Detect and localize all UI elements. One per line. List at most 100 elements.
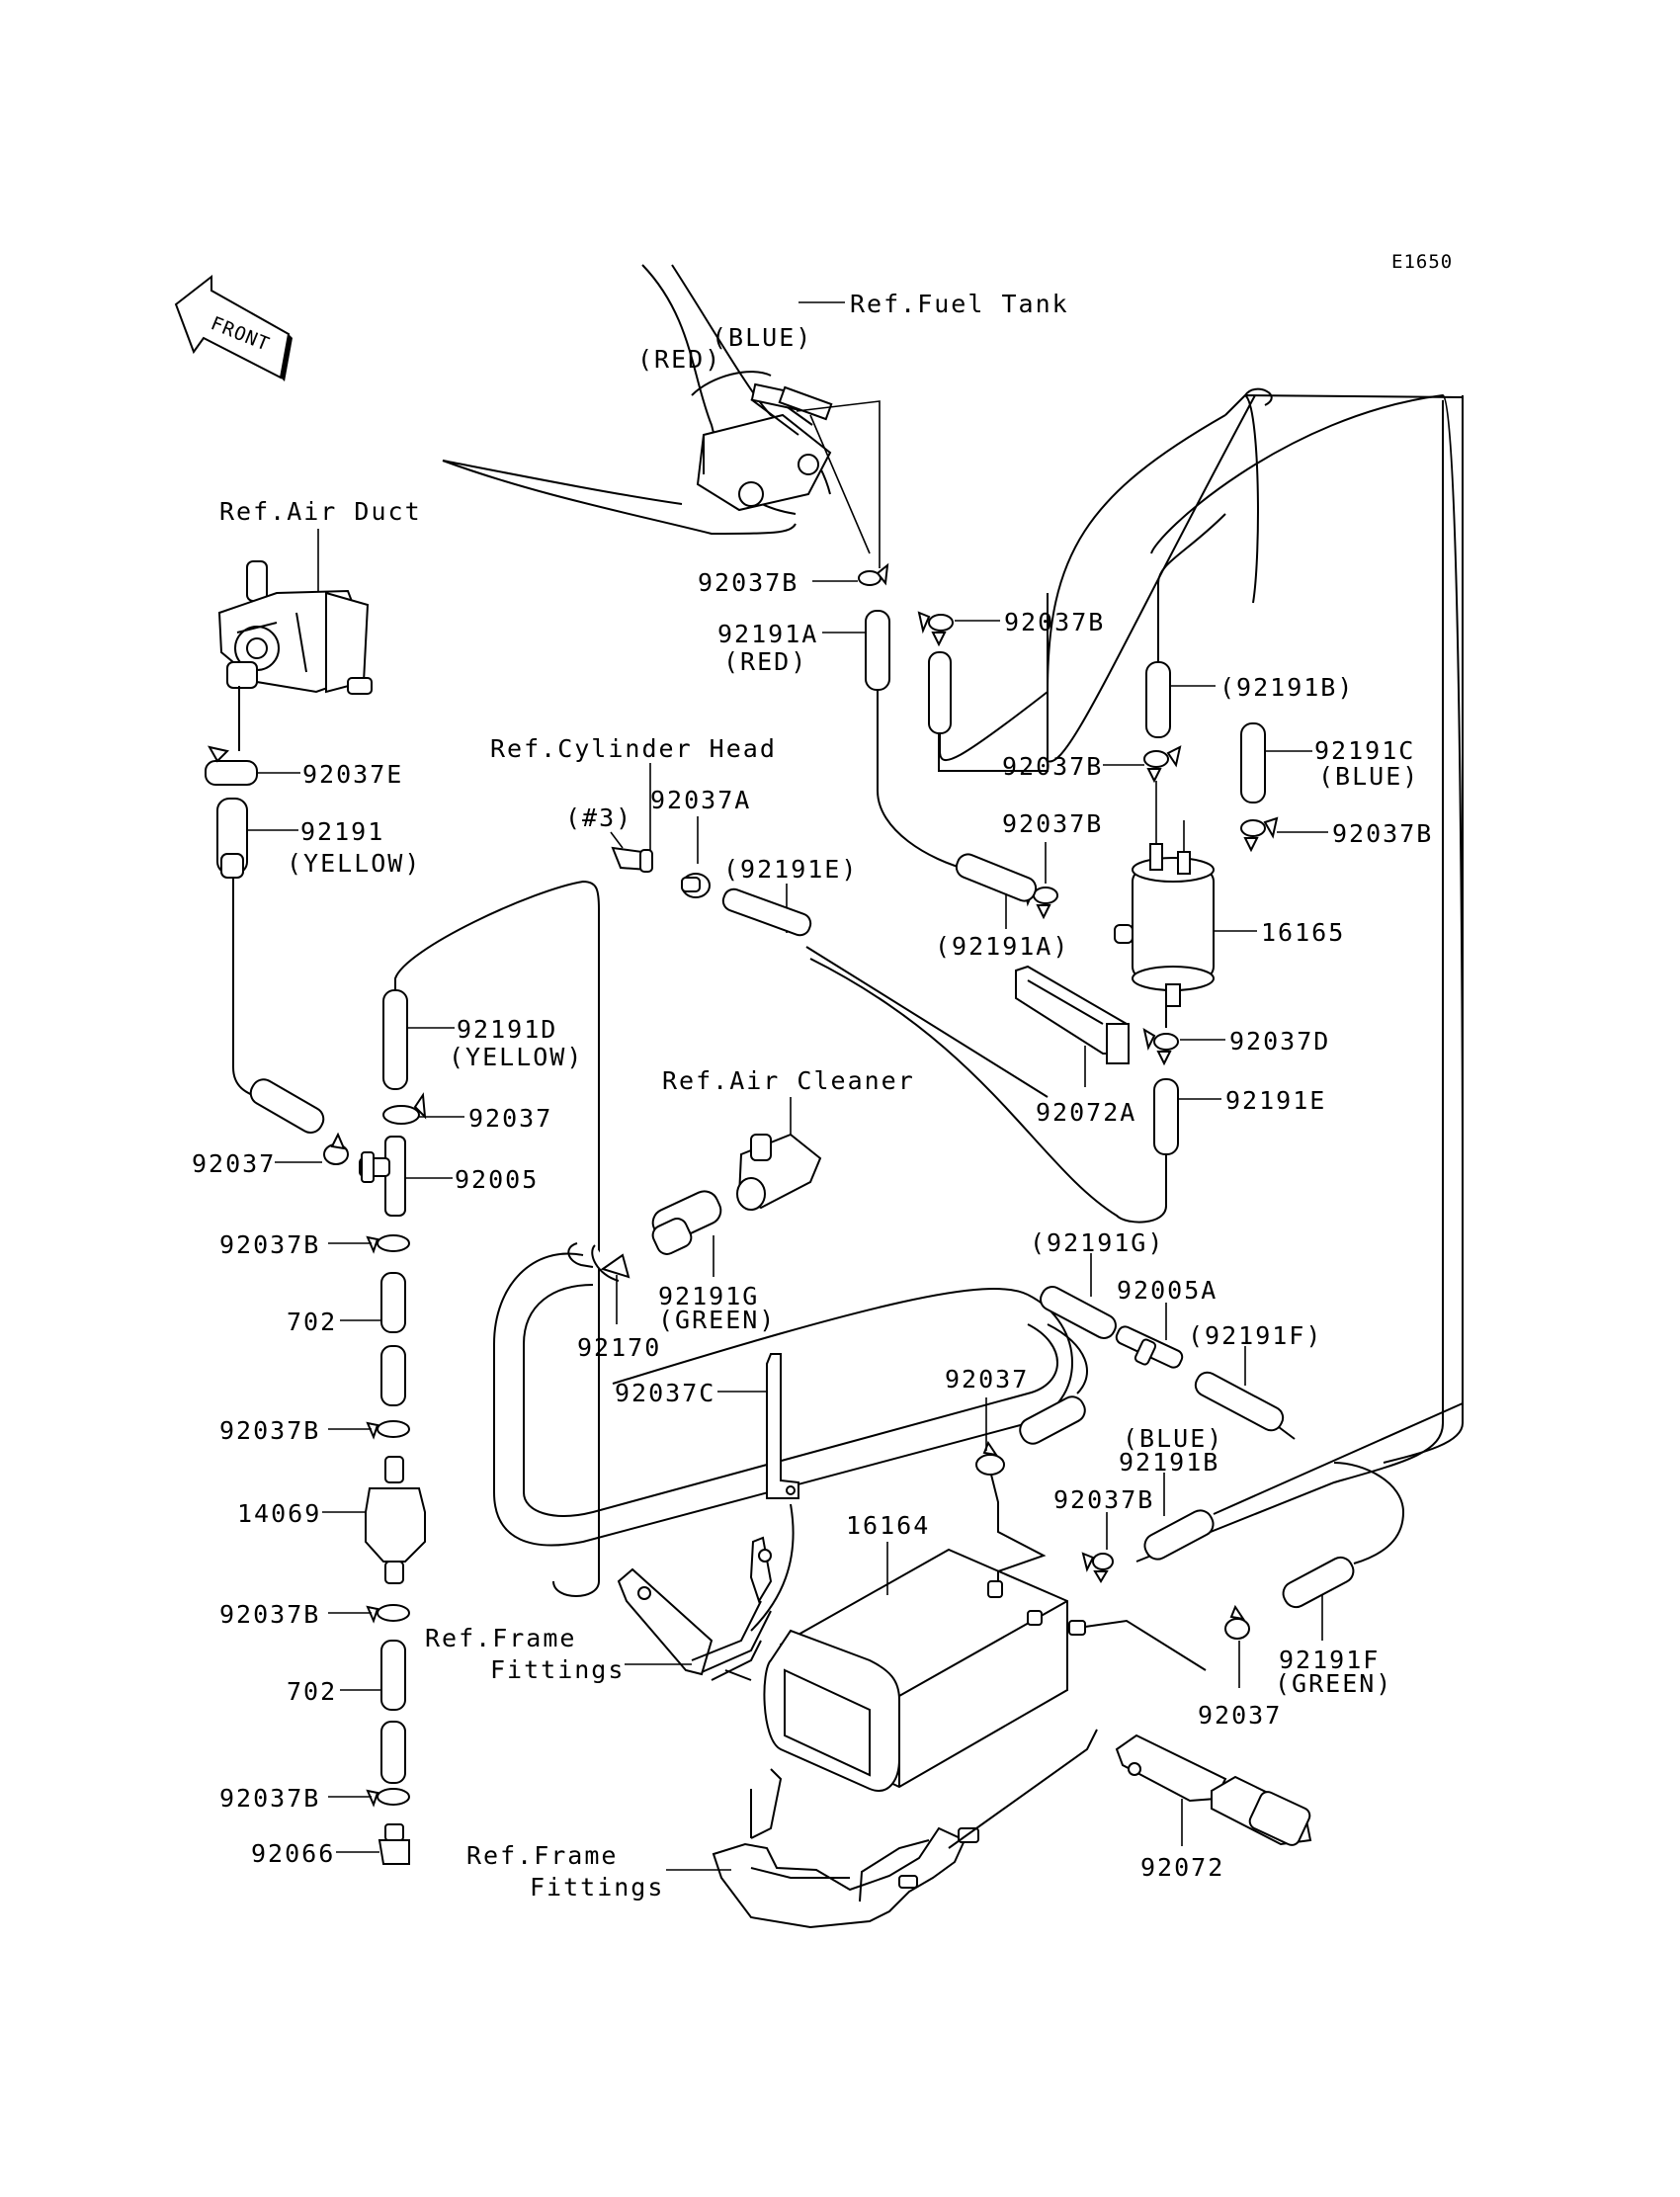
hose-702-a-bottom [380,1345,406,1406]
label-92191F-ref: (92191F) [1188,1321,1322,1350]
joint-92005A [1115,1325,1184,1369]
fuel-filter-16165 [1114,843,1215,1007]
label-92191A: 92191A [717,620,818,648]
label-92066: 92066 [251,1839,335,1868]
label-92037B-2: 92037B [1004,608,1105,636]
front-arrow-icon: FRONT [174,274,293,381]
hose-short-center [1019,1395,1086,1445]
label-702-1: 702 [287,1308,337,1336]
label-92191A-ref: (92191A) [935,932,1069,961]
label-92191D: 92191D [457,1015,557,1044]
label-92191G-color: (GREEN) [658,1306,776,1334]
hose-92191F [1282,1556,1355,1609]
label-16164: 16164 [846,1511,930,1540]
ref-frame-fittings-b-1: Ref.Frame [466,1841,618,1870]
hose-92191A [865,610,890,691]
label-92037C: 92037C [615,1379,715,1407]
label-92037-c: 92037 [945,1365,1029,1394]
hose-92191 [216,798,248,879]
label-92037B-5: 92037B [1002,809,1103,838]
nipple-cylinder-head [611,846,653,873]
label-92191G-ref: (92191G) [1030,1228,1164,1257]
label-92191F: 92191F [1279,1646,1380,1674]
label-92037D: 92037D [1229,1027,1330,1056]
label-92037-b: 92037 [468,1104,552,1133]
hose-92191E [1153,1078,1179,1155]
canister-16164 [763,1548,1086,1792]
clip-92037B-8 [366,1604,410,1624]
label-92191B: 92191B [1119,1448,1219,1477]
tank-nipple-blue [778,385,833,421]
label-92191B-ref: (92191B) [1219,673,1354,702]
ref-frame-fittings-a-1: Ref.Frame [425,1624,576,1652]
label-blue-tank: (BLUE) [712,323,812,352]
label-92037B-4: 92037B [1332,819,1433,848]
filter-14069 [365,1456,426,1584]
hose-92191G [651,1190,722,1255]
label-92037B-6: 92037B [219,1230,320,1259]
hose-702-a-top [380,1272,406,1333]
label-14069: 14069 [237,1499,321,1528]
clip-92037B-4 [1240,816,1279,853]
label-92005A: 92005A [1117,1276,1218,1305]
label-92191E: 92191E [1225,1086,1326,1115]
label-92191D-color: (YELLOW) [449,1043,583,1071]
hose-92191G-ref [1040,1286,1117,1339]
label-92037B-1: 92037B [698,568,798,597]
clip-92037B-2 [917,611,954,647]
label-92170: 92170 [577,1333,661,1362]
label-92037B-3: 92037B [1002,752,1103,781]
hose-92191B [1143,1509,1215,1561]
hose-92191A-ref [955,853,1038,902]
label-92191E-ref: (92191E) [723,855,858,884]
clip-92037A [681,873,711,898]
hose-702-b-bottom [380,1721,406,1784]
frame-bracket-b [712,1729,1098,1929]
label-92191-color: (YELLOW) [287,849,421,878]
ref-air-cleaner: Ref.Air Cleaner [662,1066,915,1095]
clip-92037B-7 [366,1420,410,1440]
label-92037B-7: 92037B [219,1416,320,1445]
ref-frame-fittings-a-2: Fittings [490,1655,625,1684]
fuel-tank-outline [442,264,832,536]
label-92037B-10: 92037B [1053,1485,1154,1514]
clip-92037B-1 [858,562,889,586]
tee-92005 [359,1136,406,1217]
label-92191F-color: (GREEN) [1275,1669,1392,1698]
label-92191: 92191 [300,817,384,846]
ref-cylinder-head: Ref.Cylinder Head [490,734,777,763]
hose-702-b-top [380,1640,406,1711]
ref-air-duct: Ref.Air Duct [219,497,422,526]
clip-92037E [205,745,258,786]
hose-92191E-ref [721,887,812,937]
clip-92037D [1142,1027,1179,1066]
hose-92191D [382,989,408,1090]
air-duct-valve [217,560,373,695]
clip-92037B-3 [1143,745,1182,784]
ref-frame-fittings-b-2: Fittings [530,1873,664,1901]
hose-92191F-ref [1194,1371,1285,1432]
clip-92037-b [382,1092,427,1125]
strap-92072 [1115,1733,1312,1846]
label-92072A: 92072A [1036,1098,1136,1127]
bracket-92037C [766,1353,799,1499]
label-92037B-9: 92037B [219,1784,320,1813]
hose-diag-left [249,1078,325,1135]
label-92037A: 92037A [650,786,751,814]
label-92191G: 92191G [658,1282,759,1310]
frame-bracket-a [617,1536,773,1681]
air-cleaner-fitting [736,1133,822,1211]
clip-92037B-9 [366,1788,410,1808]
label-92072: 92072 [1140,1853,1224,1882]
clip-92037-a [323,1132,349,1165]
clip-92037B-10 [1081,1552,1114,1583]
hose-92191B-ref [1145,661,1171,738]
label-red-tank: (RED) [637,345,721,374]
label-92037B-8: 92037B [219,1600,320,1629]
label-92191B-color: (BLUE) [1123,1424,1223,1453]
label-92191C-color: (BLUE) [1318,762,1419,791]
label-92037-d: 92037 [1198,1701,1282,1730]
label-92191A-color: (RED) [723,647,807,676]
hose-92191C [1240,722,1266,803]
